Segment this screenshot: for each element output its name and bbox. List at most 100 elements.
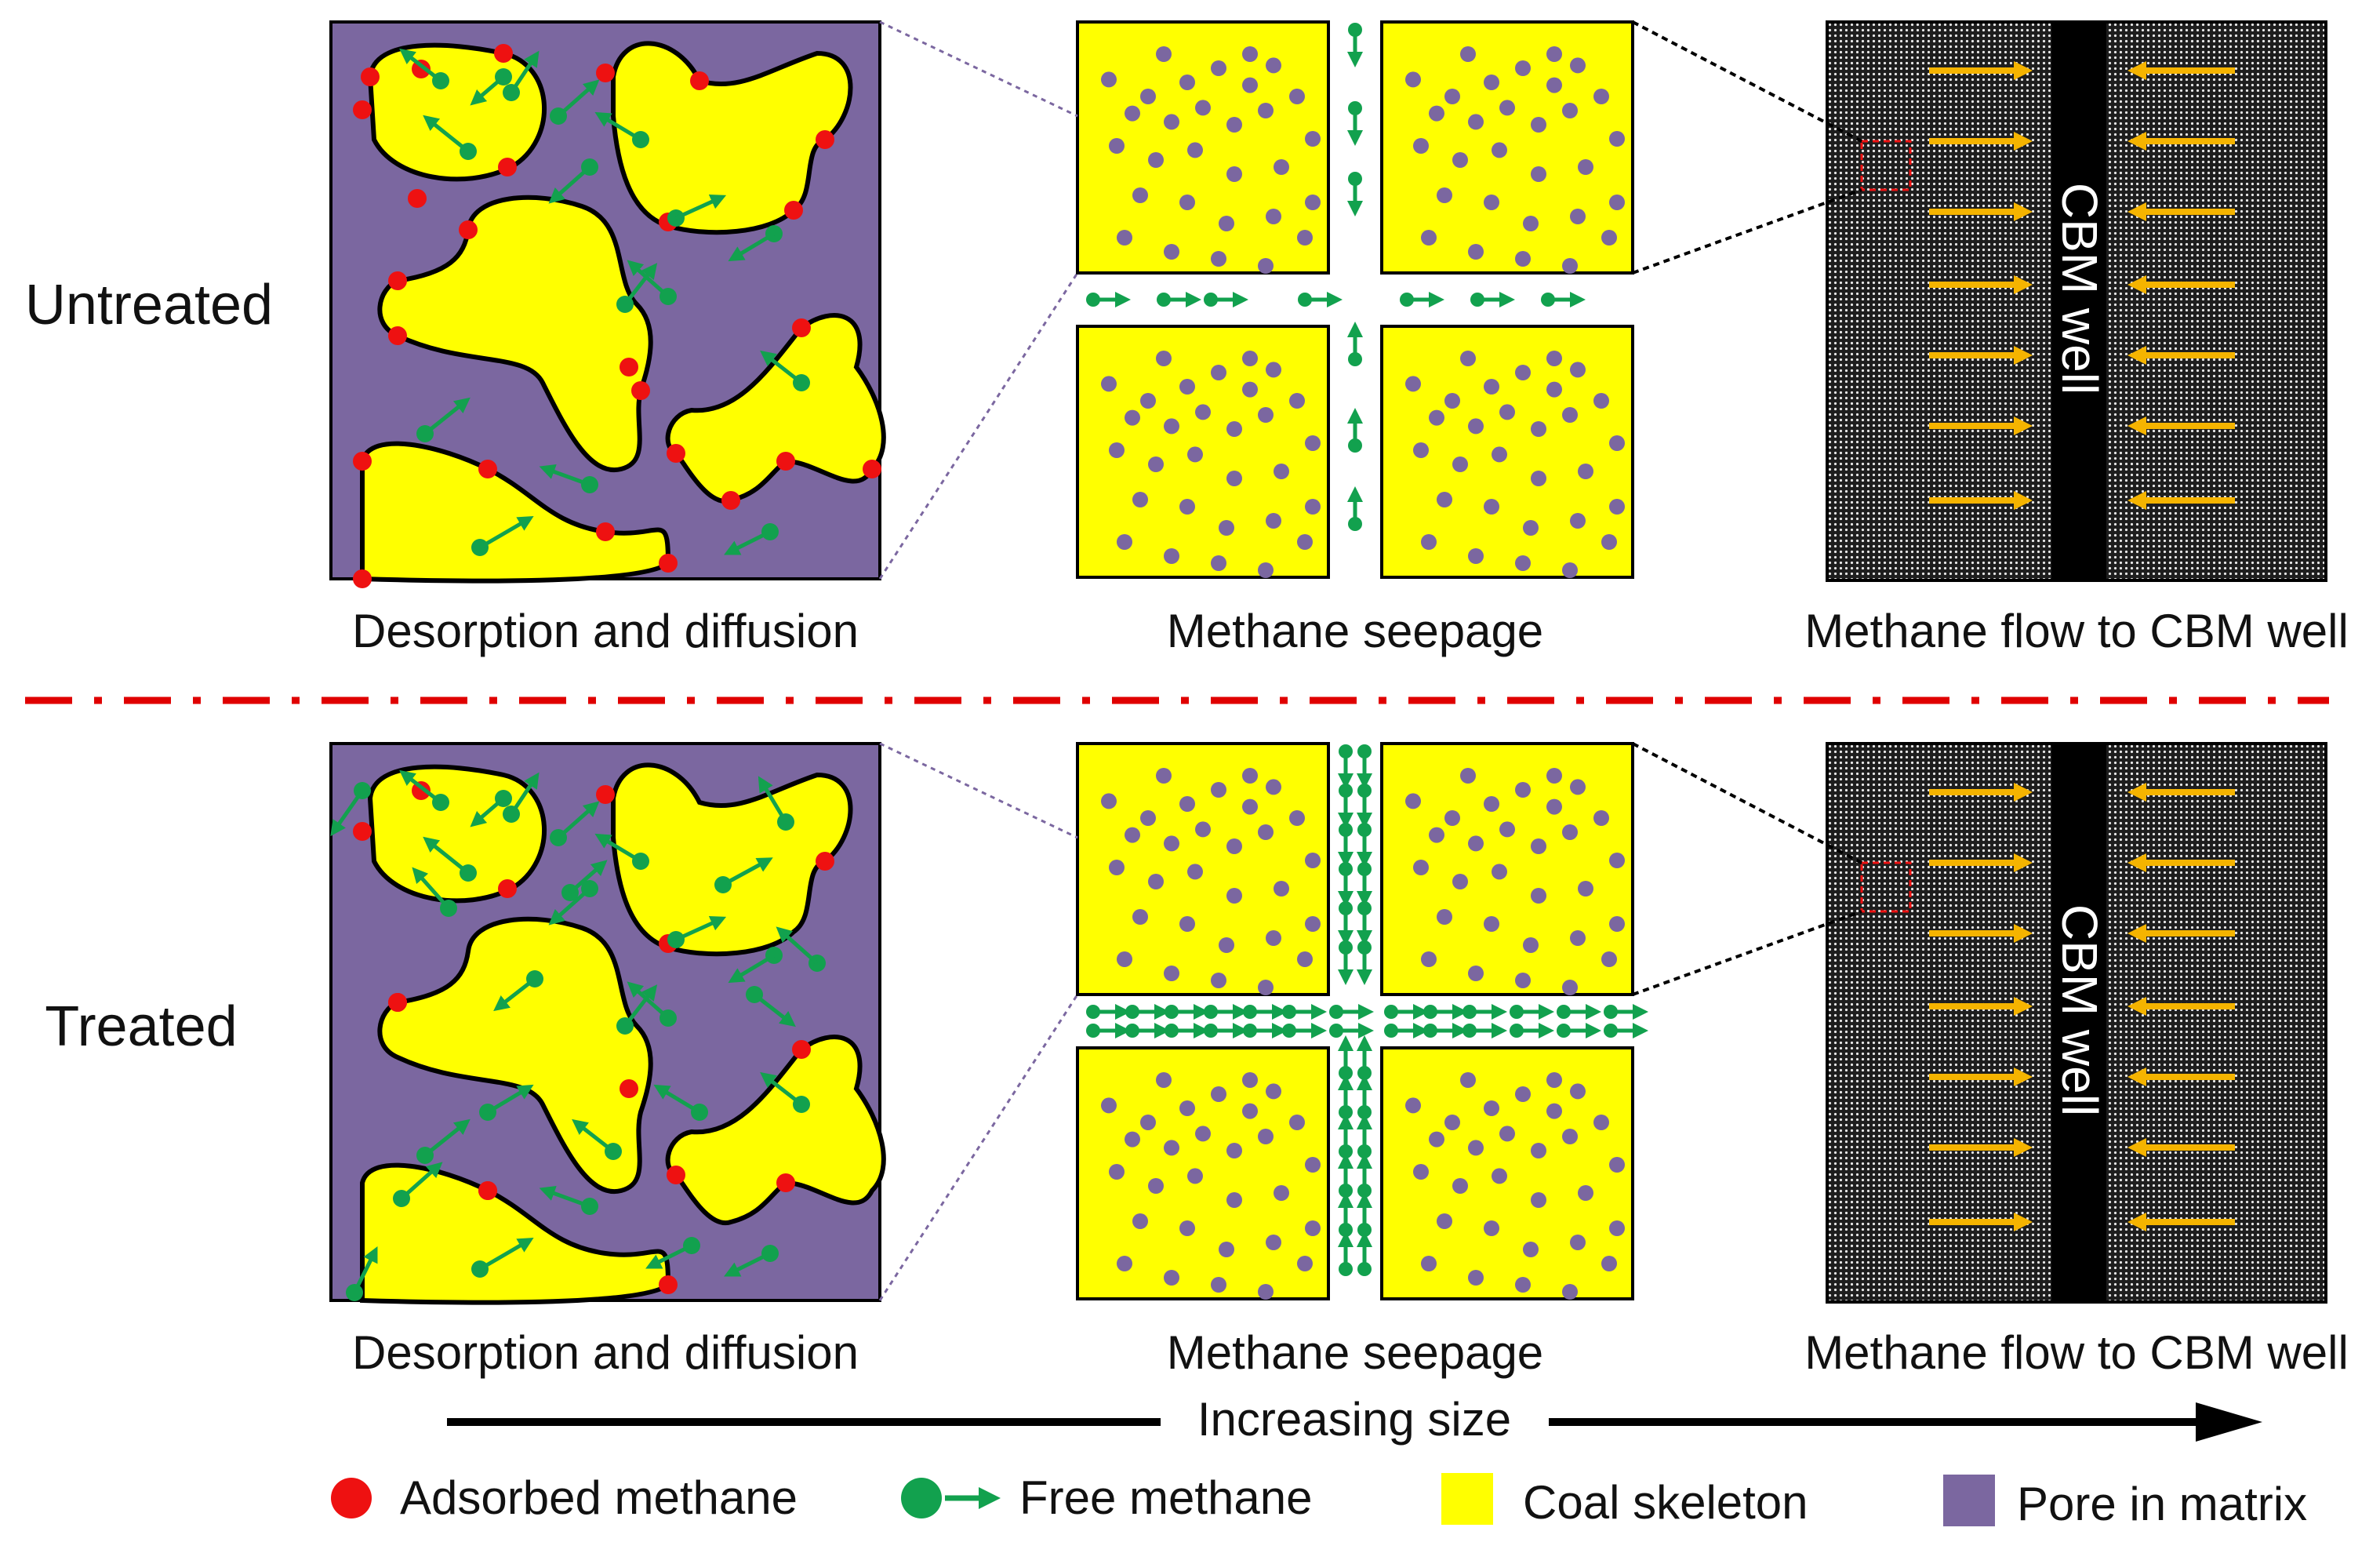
free-methane-arrow bbox=[572, 1118, 622, 1160]
free-methane-arrow bbox=[539, 464, 598, 493]
methane-in-matrix-dot bbox=[1413, 860, 1429, 875]
free-methane-arrow bbox=[616, 263, 658, 313]
free-methane-arrow bbox=[1357, 1153, 1372, 1198]
free-methane-arrow bbox=[1125, 1023, 1170, 1038]
methane-in-matrix-dot bbox=[1148, 1178, 1164, 1194]
methane-in-matrix-dot bbox=[1117, 534, 1132, 550]
free-methane-arrow bbox=[645, 1237, 700, 1269]
free-methane-arrow bbox=[1357, 1231, 1372, 1276]
free-methane-arrow bbox=[479, 1084, 534, 1121]
methane-in-matrix-dot bbox=[1523, 520, 1539, 536]
free-methane-arrow bbox=[1338, 1114, 1354, 1158]
methane-in-matrix-dot bbox=[1492, 142, 1507, 158]
free-methane-arrow bbox=[399, 48, 449, 89]
methane-in-matrix-dot bbox=[1570, 930, 1586, 946]
methane-in-matrix-dot bbox=[1515, 973, 1531, 988]
methane-in-matrix-dot bbox=[1219, 937, 1234, 953]
methane-in-matrix-dot bbox=[1601, 230, 1617, 245]
methane-in-matrix-dot bbox=[1460, 1072, 1476, 1088]
adsorbed-methane-dot bbox=[776, 1173, 795, 1192]
methane-in-matrix-dot bbox=[1117, 230, 1132, 245]
methane-in-matrix-dot bbox=[1429, 409, 1444, 426]
methane-in-matrix-dot bbox=[1211, 251, 1226, 267]
methane-in-matrix-dot bbox=[1546, 351, 1562, 366]
methane-in-matrix-dot bbox=[1531, 888, 1546, 904]
methane-in-matrix-dot bbox=[1609, 131, 1625, 147]
cbm-well-label: CBM well bbox=[2051, 904, 2108, 1116]
methane-in-matrix-dot bbox=[1211, 1277, 1226, 1293]
methane-in-matrix-dot bbox=[1164, 114, 1179, 130]
seepage-panel bbox=[1076, 742, 1648, 1300]
methane-in-matrix-dot bbox=[1274, 464, 1289, 479]
free-methane-arrow bbox=[1557, 1023, 1601, 1038]
methane-in-matrix-dot bbox=[1429, 1131, 1444, 1147]
methane-in-matrix-dot bbox=[1468, 548, 1484, 564]
free-methane-arrow bbox=[1384, 1004, 1429, 1020]
coal-block bbox=[1076, 325, 1330, 579]
methane-in-matrix-dot bbox=[1211, 1086, 1226, 1102]
methane-in-matrix-dot bbox=[1274, 1185, 1289, 1201]
methane-in-matrix-dot bbox=[1226, 166, 1242, 182]
methane-in-matrix-dot bbox=[1484, 796, 1499, 812]
methane-in-matrix-dot bbox=[1187, 864, 1203, 880]
methane-in-matrix-dot bbox=[1531, 471, 1546, 486]
free-methane-arrow bbox=[746, 986, 796, 1027]
legend-item-pore-in-matrix: Pore in matrix bbox=[1943, 1475, 2307, 1530]
methane-in-matrix-dot bbox=[1266, 1235, 1281, 1250]
free-methane-arrow bbox=[1204, 1004, 1248, 1020]
methane-in-matrix-dot bbox=[1460, 46, 1476, 62]
methane-in-matrix-dot bbox=[1593, 89, 1609, 104]
methane-in-matrix-dot bbox=[1570, 209, 1586, 224]
free-methane-arrow bbox=[1282, 1023, 1327, 1038]
free-methane-arrow bbox=[399, 769, 449, 811]
matrix-panel bbox=[329, 742, 884, 1303]
adsorbed-methane-dot bbox=[816, 852, 834, 871]
free-methane-arrow bbox=[1423, 1004, 1468, 1020]
methane-in-matrix-dot bbox=[1226, 1192, 1242, 1208]
methane-in-matrix-dot bbox=[1531, 1143, 1546, 1158]
methane-in-matrix-dot bbox=[1523, 937, 1539, 953]
free-methane-arrow bbox=[1357, 940, 1372, 985]
methane-in-matrix-dot bbox=[1570, 57, 1586, 74]
coal-block bbox=[1380, 325, 1634, 579]
methane-in-matrix-dot bbox=[1305, 1220, 1321, 1236]
methane-in-matrix-dot bbox=[1179, 1220, 1195, 1236]
adsorbed-methane-dot bbox=[353, 822, 372, 841]
methane-in-matrix-dot bbox=[1437, 187, 1452, 203]
methane-in-matrix-dot bbox=[1452, 874, 1468, 889]
methane-in-matrix-dot bbox=[1258, 1284, 1274, 1300]
coal-block bbox=[1380, 20, 1634, 275]
cbm-well-bore bbox=[2051, 22, 2106, 580]
methane-in-matrix-dot bbox=[1164, 548, 1179, 564]
row-label: Treated bbox=[45, 995, 237, 1058]
free-methane-arrow bbox=[1357, 1114, 1372, 1158]
methane-in-matrix-dot bbox=[1101, 71, 1117, 88]
methane-in-matrix-dot bbox=[1531, 838, 1546, 854]
adsorbed-methane-dot bbox=[690, 71, 709, 90]
legend: Adsorbed methane Free methane Coal skele… bbox=[331, 1471, 2307, 1530]
adsorbed-methane-dot bbox=[478, 460, 497, 478]
methane-in-matrix-dot bbox=[1266, 57, 1281, 74]
methane-in-matrix-dot bbox=[1305, 916, 1321, 932]
methane-in-matrix-dot bbox=[1499, 100, 1515, 116]
free-methane-arrow bbox=[1086, 1004, 1131, 1020]
adsorbed-methane-dot bbox=[478, 1181, 497, 1200]
methane-in-matrix-dot bbox=[1266, 513, 1281, 529]
methane-in-matrix-dot bbox=[1140, 89, 1156, 104]
matrix-panel bbox=[329, 20, 884, 588]
adsorbed-methane-dot bbox=[784, 201, 803, 220]
red-dot-icon bbox=[331, 1478, 372, 1518]
methane-in-matrix-dot bbox=[1125, 105, 1140, 122]
methane-in-matrix-dot bbox=[1148, 152, 1164, 168]
adsorbed-methane-dot bbox=[620, 358, 638, 376]
methane-in-matrix-dot bbox=[1219, 216, 1234, 231]
free-methane-arrow bbox=[1165, 1004, 1209, 1020]
free-methane-arrow bbox=[1357, 862, 1372, 907]
free-methane-arrow bbox=[1165, 1023, 1209, 1038]
methane-in-matrix-dot bbox=[1468, 966, 1484, 981]
free-methane-arrow bbox=[724, 523, 779, 555]
cbm-well-label: CBM well bbox=[2051, 183, 2108, 395]
methane-in-matrix-dot bbox=[1156, 1072, 1172, 1088]
methane-in-matrix-dot bbox=[1515, 251, 1531, 267]
adsorbed-methane-dot bbox=[667, 444, 685, 463]
